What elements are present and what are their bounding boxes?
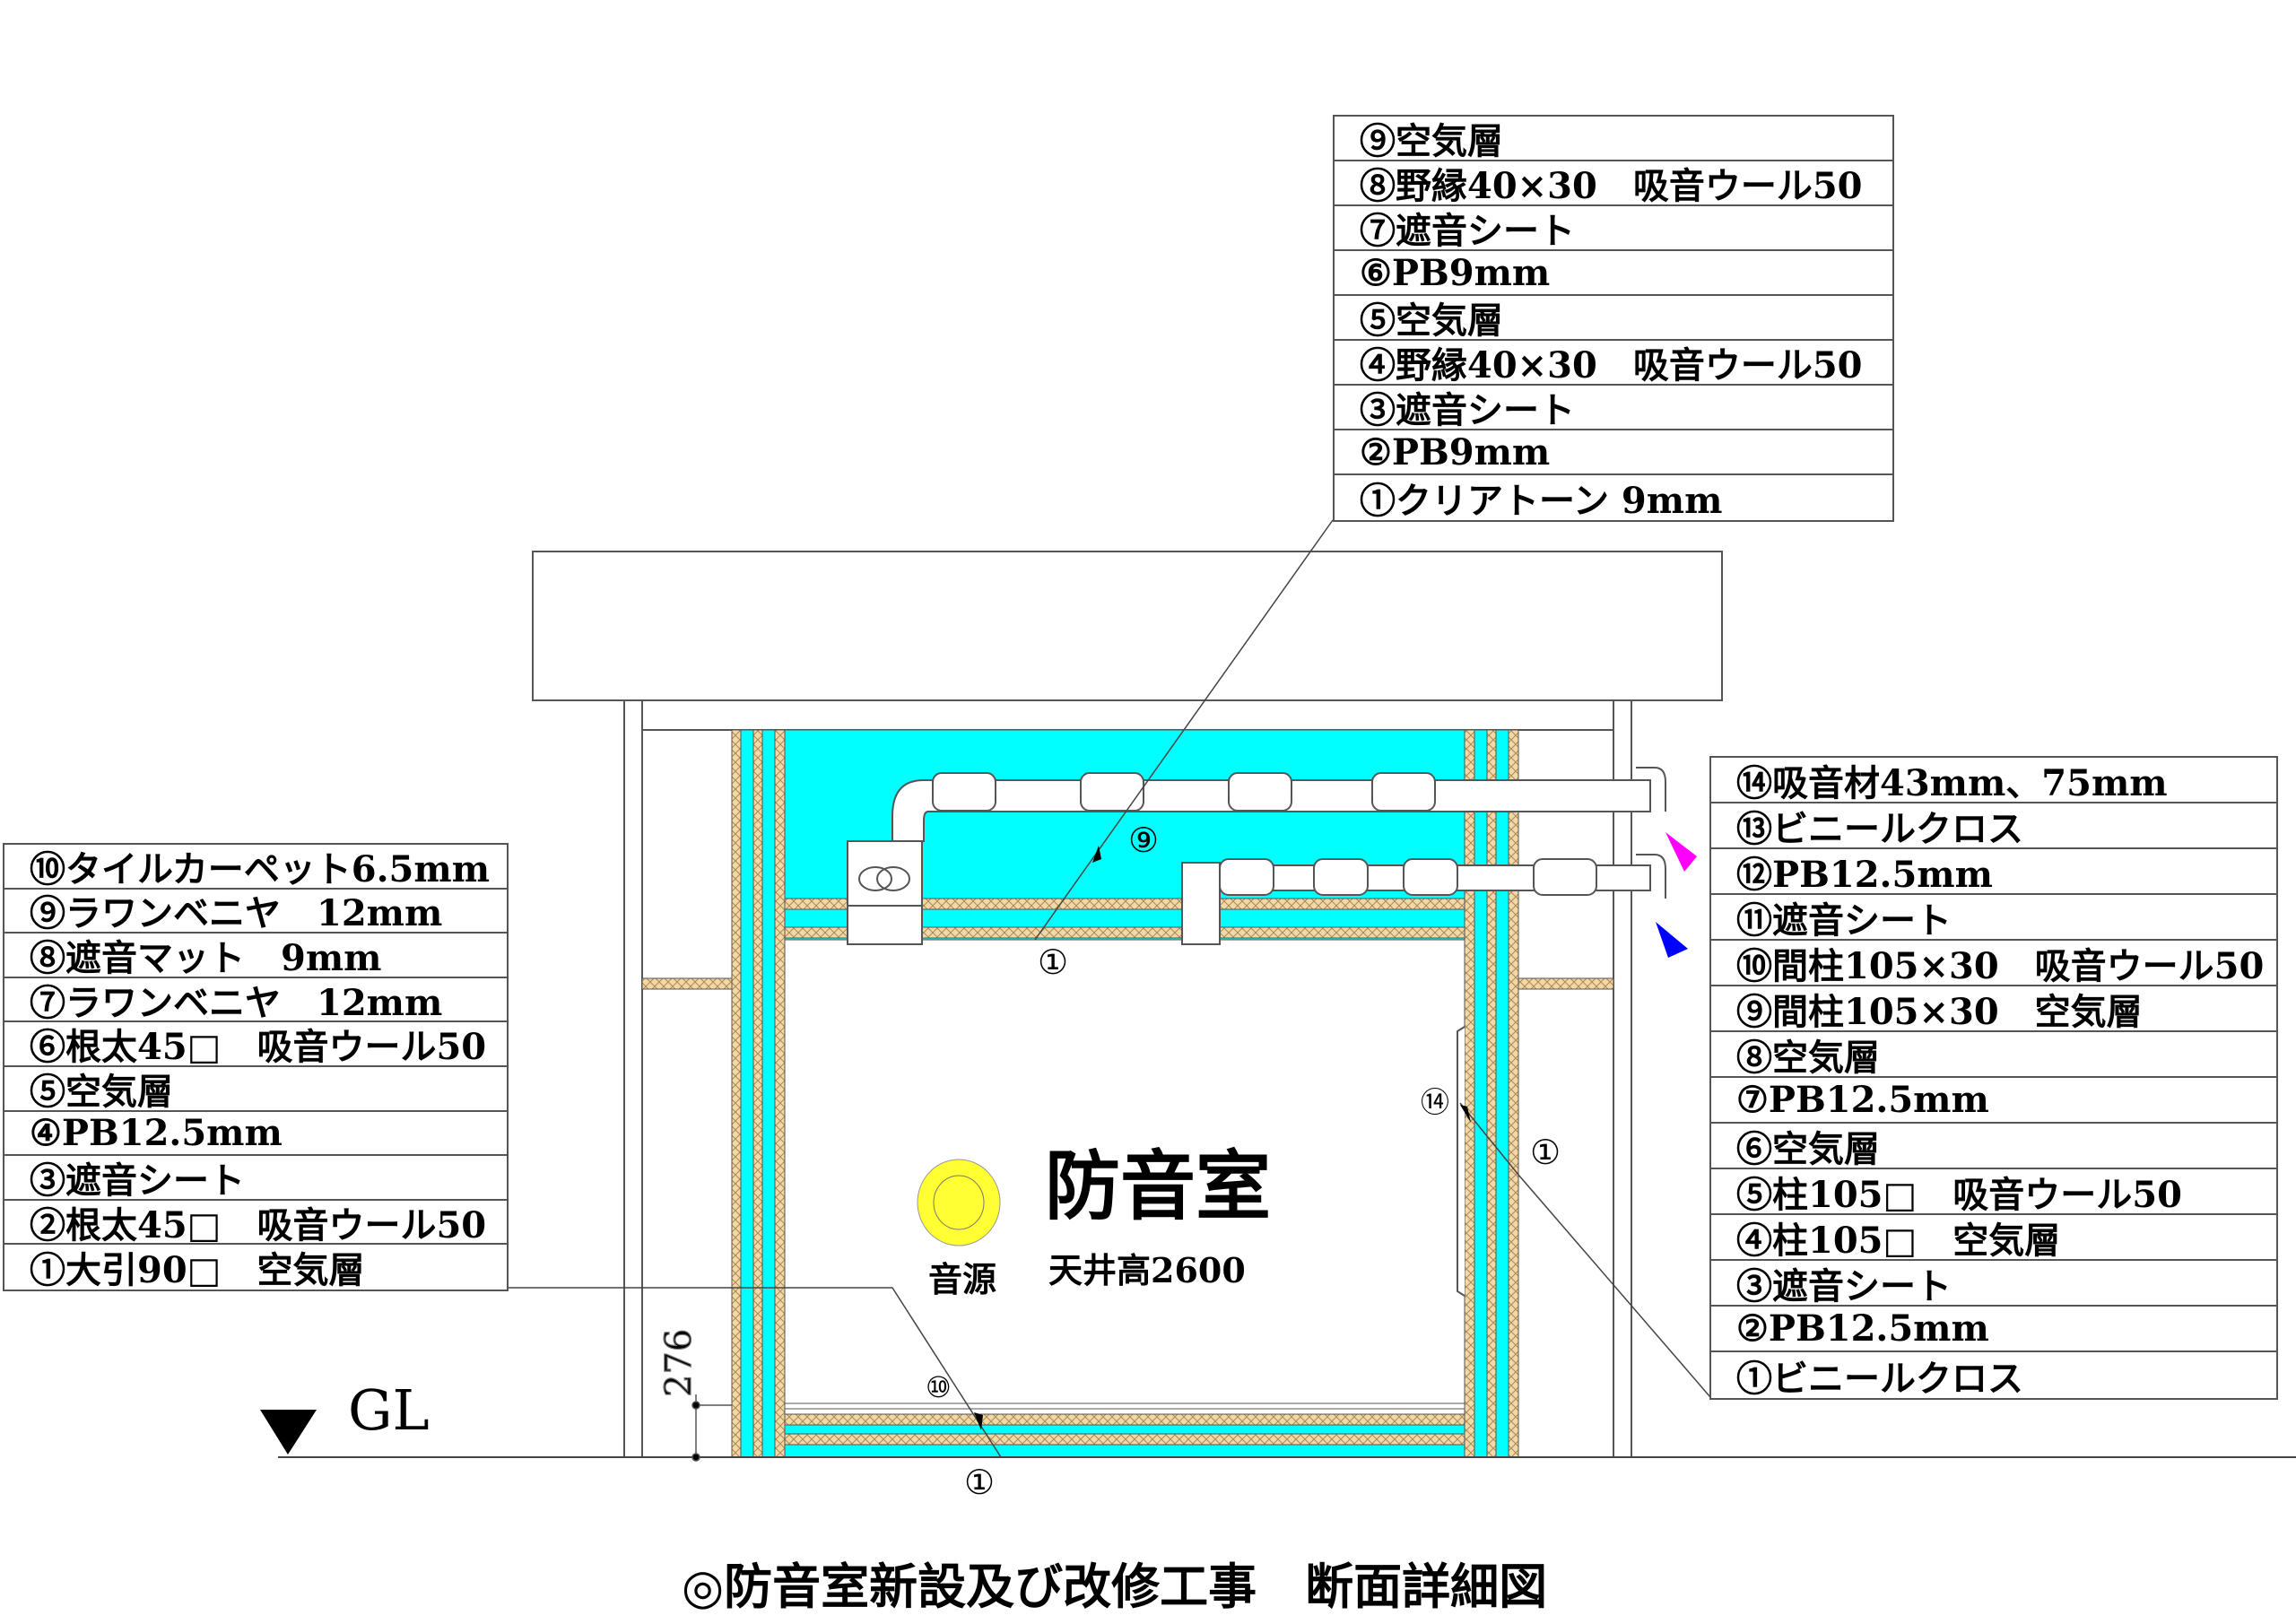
callout-wall-1: ① (1530, 1133, 1561, 1172)
floor-layer: ①大引90□ 空気層 (30, 1249, 365, 1292)
ceiling-layer: ⑤空気層 (1335, 296, 1892, 342)
floor-layer: ⑥根太45□ 吸音ウール50 (4, 1022, 507, 1068)
floor-structure (784, 1403, 1465, 1458)
leader-arrow-icon (1460, 1105, 1471, 1123)
sound-source-label: 音源 (928, 1259, 996, 1299)
drawing-title: ◎防音室新設及び改修工事 断面詳細図 (682, 1558, 1547, 1615)
wall-layer: ④柱105□ 空気層 (1711, 1215, 2276, 1262)
wall-layer: ⑩間柱105×30 吸音ウール50 (1711, 941, 2276, 987)
wall-layer: ⑫PB12.5mm (1711, 849, 2276, 896)
ceiling-layer: ⑧野縁40×30 吸音ウール50 (1335, 161, 1892, 207)
existing-floor-strip-left (641, 977, 733, 990)
ventilation-unit (847, 840, 1221, 945)
room-name: 防音室 (1045, 1142, 1271, 1230)
ceiling-layer: ⑥PB9mm (1335, 251, 1892, 296)
wall-layer: ⑤柱105□ 吸音ウール50 (1711, 1169, 2276, 1216)
floor-layer: ⑤空気層 (4, 1067, 507, 1113)
floor-layers-table: ⑩タイルカーペット6.5mm ⑨ラワンベニヤ 12mm ⑧遮音マット 9mm ⑦… (3, 843, 509, 1291)
left-wall (731, 729, 786, 1458)
dimension-276 (691, 1394, 732, 1462)
gl-label: GL (348, 1377, 430, 1443)
floor-layer: ③遮音シート (4, 1156, 507, 1202)
wall-layer: ⑦PB12.5mm (1711, 1078, 2276, 1124)
callout-ceiling-9: ⑨ (1128, 821, 1159, 860)
wall-layer: ②PB12.5mm (1711, 1307, 2276, 1352)
wall-layer: ⑭吸音材43mm、75mm (1711, 758, 2276, 804)
ceiling-layer: ②PB9mm (1335, 430, 1892, 475)
floor-layer: ④PB12.5mm (4, 1112, 507, 1157)
callout-ceiling-1: ① (1038, 942, 1068, 982)
supply-arrow-icon (1665, 832, 1697, 872)
existing-floor-strip-right (1518, 977, 1614, 990)
leader-arrow-icon (1092, 846, 1101, 863)
floor-layer: ⑦ラワンベニヤ 12mm (4, 978, 507, 1024)
sound-source-icon (917, 1159, 1001, 1246)
floor-layer: ⑩タイルカーペット6.5mm (4, 845, 507, 890)
ceiling-layer: ⑦遮音シート (1335, 206, 1892, 252)
wall-layer: ⑨間柱105×30 空気層 (1711, 986, 2276, 1033)
wall-layer: ⑥空気層 (1711, 1124, 2276, 1170)
dimension-text: 276 (658, 1329, 700, 1397)
ceiling-layer: ③遮音シート (1335, 386, 1892, 431)
wall-layer: ⑪遮音シート (1711, 895, 2276, 942)
floor-layer: ②根太45□ 吸音ウール50 (4, 1201, 507, 1246)
ceiling-layer: ①クリアトーン 9mm (1360, 480, 1723, 522)
right-wall (1464, 729, 1519, 1458)
wall-layers-table: ⑭吸音材43mm、75mm ⑬ビニールクロス ⑫PB12.5mm ⑪遮音シート … (1709, 756, 2278, 1400)
ceiling-layer: ⑨空気層 (1335, 117, 1892, 162)
exhaust-arrow-icon (1656, 922, 1688, 958)
wall-layer: ①ビニールクロス (1736, 1357, 2023, 1400)
absorber-panel (1457, 1026, 1465, 1297)
leader-lines (506, 519, 1711, 1458)
wall-layer: ③遮音シート (1711, 1261, 2276, 1307)
ceiling-layer: ④野縁40×30 吸音ウール50 (1335, 341, 1892, 386)
floor-layer: ⑧遮音マット 9mm (4, 934, 507, 979)
gl-marker-icon (260, 1410, 317, 1455)
leader-arrow-icon (974, 1412, 983, 1430)
callout-wall-14: ⑭ (1421, 1085, 1449, 1119)
callout-floor-10: ⑩ (926, 1370, 952, 1404)
roof-slab (532, 551, 1723, 701)
ceiling-height: 天井高2600 (1048, 1250, 1246, 1290)
floor-layer: ⑨ラワンベニヤ 12mm (4, 890, 507, 934)
sound-source-inner-icon (933, 1175, 985, 1230)
callout-floor-1: ① (964, 1463, 995, 1502)
exhaust-duct (1219, 854, 1666, 899)
supply-duct (891, 767, 1666, 842)
wall-layer: ⑧空気層 (1711, 1032, 2276, 1079)
ceiling-layers-table: ⑨空気層 ⑧野縁40×30 吸音ウール50 ⑦遮音シート ⑥PB9mm ⑤空気層… (1333, 115, 1894, 522)
wall-layer: ⑬ビニールクロス (1711, 803, 2276, 850)
